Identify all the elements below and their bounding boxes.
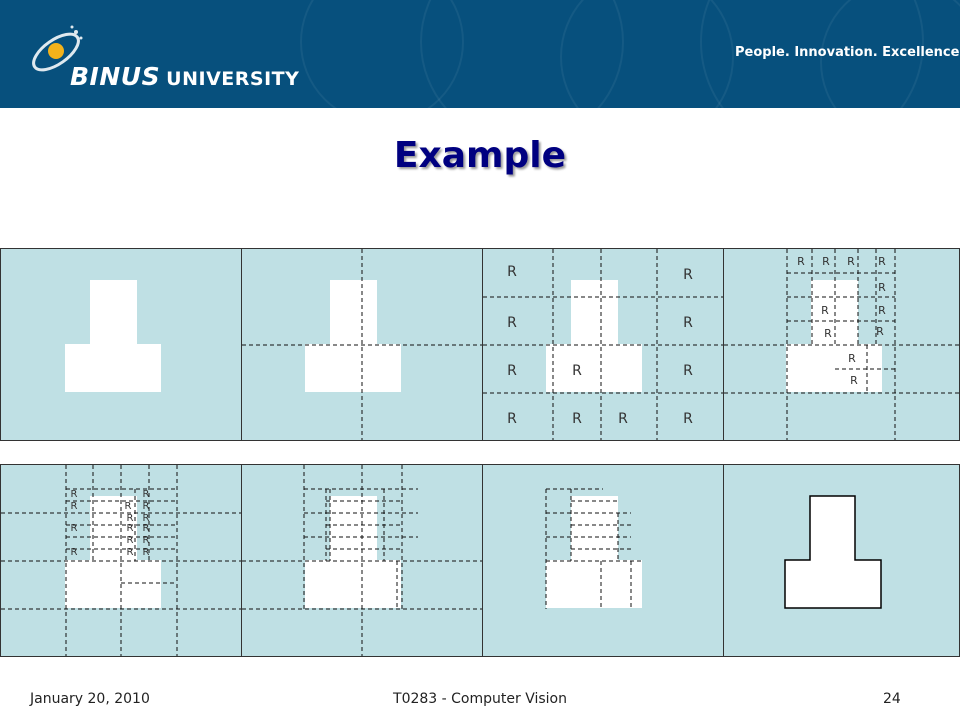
panel-split-2: R R R R R R R R R R R <box>482 248 724 441</box>
footer-date: January 20, 2010 <box>30 691 150 707</box>
university-logo-text: BINUS UNIVERSITY <box>70 62 299 91</box>
region-label: R <box>507 264 517 280</box>
region-label: R <box>572 411 582 427</box>
panel-original <box>0 248 242 441</box>
region-label: R <box>71 523 78 534</box>
region-label: R <box>618 411 628 427</box>
object-part <box>65 560 161 608</box>
object-part <box>65 344 161 392</box>
header-banner: BINUS UNIVERSITY People. Innovation. Exc… <box>0 0 960 108</box>
region-label: R <box>125 501 132 512</box>
region-label: R <box>71 489 78 500</box>
region-label: R <box>127 513 134 524</box>
region-label: R <box>878 255 886 268</box>
object-part <box>330 496 377 562</box>
region-label: R <box>507 363 517 379</box>
logo-brand: BINUS <box>70 62 161 91</box>
final-region-outline <box>784 495 882 609</box>
object-part <box>305 560 401 608</box>
region-label: R <box>127 535 134 546</box>
logo-suffix: UNIVERSITY <box>166 68 300 90</box>
university-logo-icon <box>32 25 83 72</box>
region-label: R <box>127 547 134 558</box>
region-label: R <box>878 281 886 294</box>
panel-merge-2 <box>482 464 724 657</box>
region-label: R <box>127 523 134 534</box>
tagline: People. Innovation. Excellence. <box>735 45 960 60</box>
region-label: R <box>572 363 582 379</box>
object-part <box>571 280 618 346</box>
object-part <box>90 496 137 562</box>
region-label: R <box>822 255 830 268</box>
region-label: R <box>507 315 517 331</box>
region-label: R <box>71 547 78 558</box>
region-label: R <box>847 255 855 268</box>
region-label: R <box>71 501 78 512</box>
p3-canvas: R R R R R R R R R R R <box>483 249 723 440</box>
object-part <box>571 496 618 562</box>
region-label: R <box>848 352 856 365</box>
region-label: R <box>876 325 884 338</box>
region-label: R <box>683 363 693 379</box>
region-label: R <box>683 267 693 283</box>
region-label: R <box>850 374 858 387</box>
region-label: R <box>143 489 150 500</box>
p6-canvas <box>242 465 482 656</box>
region-label: R <box>143 523 150 534</box>
region-label: R <box>143 501 150 512</box>
object-part <box>330 280 377 346</box>
region-label: R <box>797 255 805 268</box>
panel-final-region <box>723 464 960 657</box>
footer-course: T0283 - Computer Vision <box>393 691 567 707</box>
panel-split-1 <box>241 248 483 441</box>
object-part <box>786 344 882 392</box>
region-label: R <box>143 513 150 524</box>
p7-canvas <box>545 488 643 609</box>
footer-page-number: 24 <box>883 691 901 707</box>
p2-canvas <box>242 249 482 440</box>
p8-canvas <box>784 495 882 609</box>
region-label: R <box>878 304 886 317</box>
object-part <box>90 280 137 346</box>
region-label: R <box>683 411 693 427</box>
region-label: R <box>143 547 150 558</box>
slide-title: Example <box>393 135 567 176</box>
p1-canvas <box>65 280 161 392</box>
object-part <box>546 344 642 392</box>
region-label: R <box>821 304 829 317</box>
region-label: R <box>507 411 517 427</box>
panel-merge-1 <box>241 464 483 657</box>
object-part <box>305 344 401 392</box>
object-part <box>546 560 642 608</box>
region-label: R <box>824 327 832 340</box>
region-label: R <box>683 315 693 331</box>
region-label: R <box>143 535 150 546</box>
